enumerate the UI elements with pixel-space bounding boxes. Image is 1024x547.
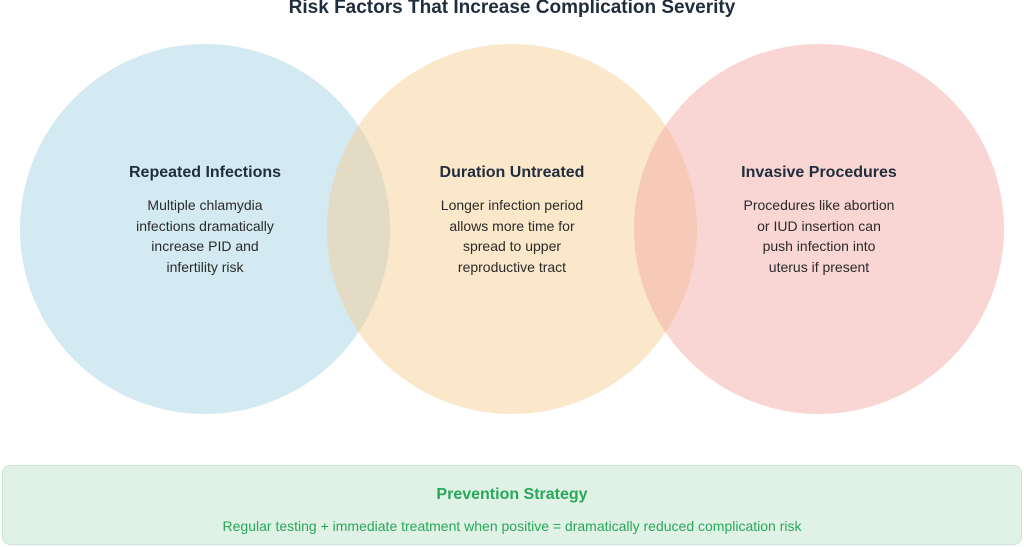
circle-heading: Duration Untreated	[439, 164, 585, 181]
description-line: push infection into	[762, 238, 876, 254]
circle-text-repeated-infections: Repeated Infections Multiple chlamydia i…	[115, 163, 295, 277]
venn-diagram	[20, 44, 1004, 414]
description-line: allows more time for	[449, 217, 575, 234]
circle-description: Procedures like abortion or IUD insertio…	[729, 195, 909, 277]
prevention-strategy-box: Prevention Strategy Regular testing + im…	[2, 465, 1022, 545]
description-line: spread to upper	[462, 238, 562, 254]
circle-heading: Invasive Procedures	[741, 164, 897, 181]
circle-repeated-infections	[20, 44, 390, 414]
circle-text-duration-untreated: Duration Untreated Longer infection peri…	[422, 163, 602, 277]
description-line: Longer infection period	[440, 197, 584, 213]
circle-text-invasive-procedures: Invasive Procedures Procedures like abor…	[729, 163, 909, 277]
description-line: Procedures like abortion	[743, 197, 895, 213]
circle-invasive-procedures	[634, 44, 1004, 414]
description-line: increase PID and	[151, 238, 259, 254]
description-line: reproductive tract	[457, 258, 567, 275]
description-line: infertility risk	[166, 258, 244, 275]
circle-description: Longer infection period allows more time…	[422, 195, 602, 277]
prevention-title: Prevention Strategy	[436, 486, 588, 503]
prevention-text: Regular testing + immediate treatment wh…	[222, 518, 802, 534]
description-line: Multiple chlamydia	[147, 197, 263, 213]
description-line: or IUD insertion can	[757, 217, 881, 234]
diagram-title: Risk Factors That Increase Complication …	[288, 0, 736, 18]
circle-heading: Repeated Infections	[128, 164, 282, 181]
description-line: infections dramatically	[136, 217, 274, 234]
circle-duration-untreated	[327, 44, 697, 414]
description-line: uterus if present	[768, 258, 870, 275]
circle-description: Multiple chlamydia infections dramatical…	[115, 195, 295, 277]
